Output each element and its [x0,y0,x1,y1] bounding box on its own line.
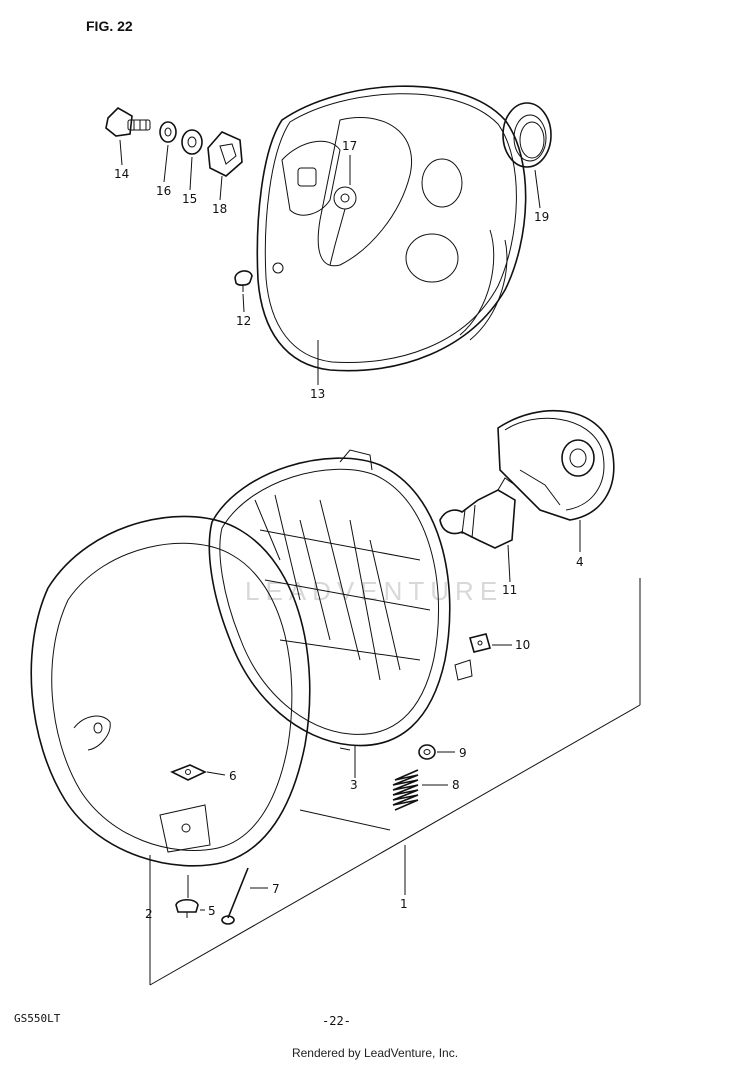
part-label-9: 9 [459,746,467,760]
headlight-rim-2 [30,515,311,867]
watermark: LEADVENTURE [245,576,503,606]
page-number: -22- [322,1014,351,1028]
part-label-3: 3 [350,778,358,792]
part-label-6: 6 [229,769,237,783]
part-label-10: 10 [515,638,530,652]
screw-12 [234,270,253,292]
footer-credit: Rendered by LeadVenture, Inc. [291,1046,459,1060]
figure-label: FIG. 22 [86,18,133,34]
washer-15 [181,129,203,155]
part-label-8: 8 [452,778,460,792]
part-label-5: 5 [208,904,216,918]
bolt-14 [105,107,151,137]
bulb-11 [439,477,516,549]
grommet-ring-19 [502,102,552,168]
part-label-12: 12 [236,314,251,328]
part-label-16: 16 [156,184,171,198]
bulb-cover-4 [497,409,615,521]
washer-16 [159,121,177,143]
part-label-13: 13 [310,387,325,401]
screw-5 [175,898,199,918]
nut-18 [207,131,243,177]
spring-8 [392,769,419,811]
part-label-4: 4 [576,555,584,569]
screw-7 [221,867,249,925]
part-label-18: 18 [212,202,227,216]
clip-10 [469,633,491,653]
headlight-housing [256,85,527,372]
part-label-7: 7 [272,882,280,896]
model-code: GS550LT [14,1012,61,1025]
assembly-bracket-1 [149,578,641,986]
part-label-2: 2 [145,907,153,921]
part-label-1: 1 [400,897,408,911]
part-label-19: 19 [534,210,549,224]
leader-lines [119,139,581,911]
part-label-14: 14 [114,167,129,181]
clip-6 [170,764,207,781]
part-label-11: 11 [502,583,517,597]
headlight-lens-3 [208,449,473,747]
part-label-17: 17 [342,139,357,153]
washer-9 [418,744,436,760]
part-label-15: 15 [182,192,197,206]
